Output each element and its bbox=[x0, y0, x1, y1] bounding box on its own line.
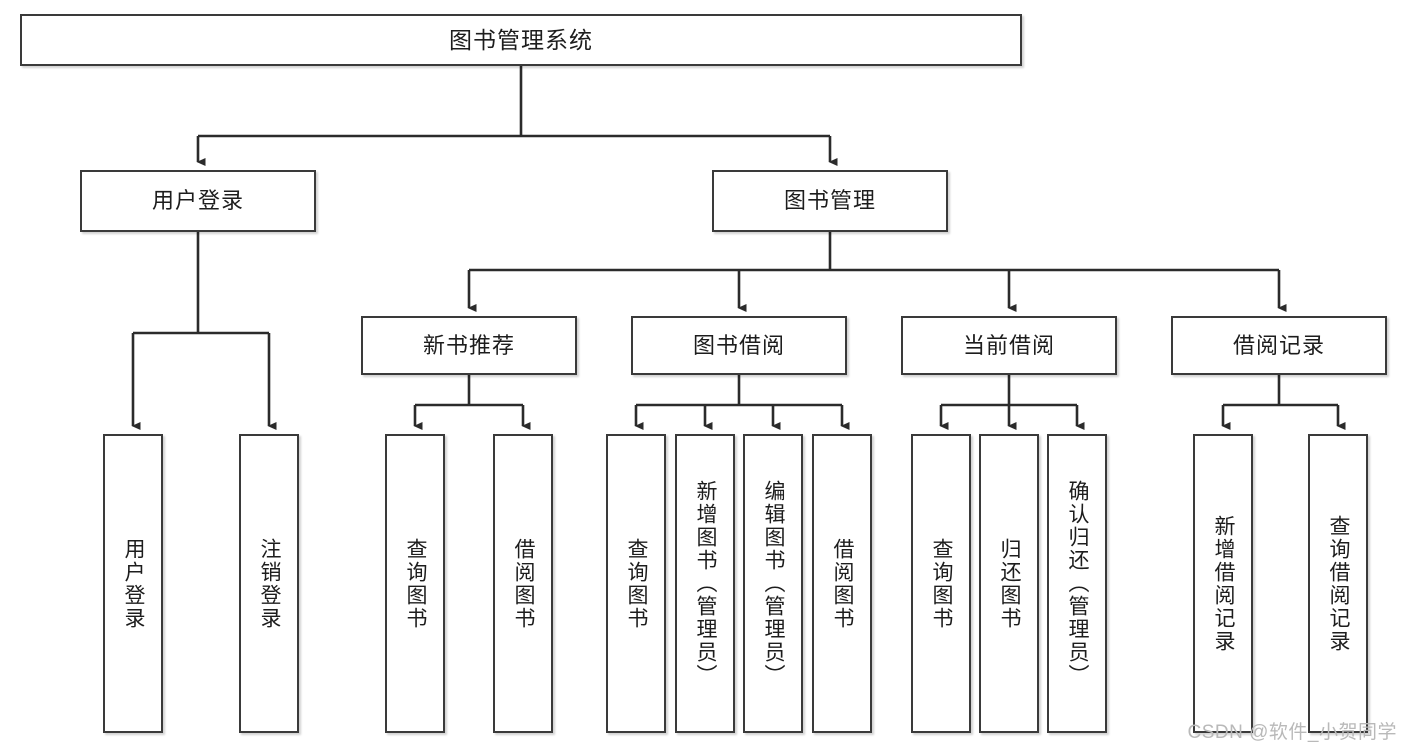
node-book-manage[interactable]: 图书管理 bbox=[712, 170, 948, 232]
leaf-return-book[interactable]: 归还图书 bbox=[979, 434, 1039, 733]
node-label: 新增借阅记录 bbox=[1212, 514, 1236, 653]
node-label: 借阅图书 bbox=[831, 537, 855, 630]
leaf-edit-book-admin[interactable]: 编辑图书（管理员） bbox=[743, 434, 803, 733]
leaf-query-book-recommend[interactable]: 查询图书 bbox=[385, 434, 445, 733]
node-current-borrow[interactable]: 当前借阅 bbox=[901, 316, 1117, 375]
node-label: 图书管理系统 bbox=[449, 26, 593, 53]
node-label: 查询图书 bbox=[404, 537, 428, 630]
node-book-borrow[interactable]: 图书借阅 bbox=[631, 316, 847, 375]
node-label: 查询图书 bbox=[930, 537, 954, 630]
leaf-add-borrow-record[interactable]: 新增借阅记录 bbox=[1193, 434, 1253, 733]
node-label: 当前借阅 bbox=[962, 332, 1055, 358]
node-label: 查询借阅记录 bbox=[1327, 514, 1351, 653]
node-label: 用户登录 bbox=[122, 537, 146, 630]
leaf-add-book-admin[interactable]: 新增图书（管理员） bbox=[675, 434, 735, 733]
node-label: 新书推荐 bbox=[422, 332, 515, 358]
node-label: 归还图书 bbox=[998, 537, 1022, 630]
node-label: 图书借阅 bbox=[692, 332, 785, 358]
node-label: 图书管理 bbox=[783, 188, 876, 214]
leaf-logout[interactable]: 注销登录 bbox=[239, 434, 299, 733]
node-label: 查询图书 bbox=[625, 537, 649, 630]
node-label: 新增图书（管理员） bbox=[694, 480, 718, 687]
node-label: 注销登录 bbox=[258, 537, 282, 630]
leaf-query-borrow-record[interactable]: 查询借阅记录 bbox=[1308, 434, 1368, 733]
leaf-borrow-book-recommend[interactable]: 借阅图书 bbox=[493, 434, 553, 733]
leaf-user-login[interactable]: 用户登录 bbox=[103, 434, 163, 733]
leaf-query-book-current[interactable]: 查询图书 bbox=[911, 434, 971, 733]
node-label: 用户登录 bbox=[151, 188, 244, 214]
node-borrow-record[interactable]: 借阅记录 bbox=[1171, 316, 1387, 375]
leaf-confirm-return-admin[interactable]: 确认归还（管理员） bbox=[1047, 434, 1107, 733]
leaf-query-book-borrow[interactable]: 查询图书 bbox=[606, 434, 666, 733]
leaf-borrow-book-borrow[interactable]: 借阅图书 bbox=[812, 434, 872, 733]
node-label: 借阅图书 bbox=[512, 537, 536, 630]
node-root-system[interactable]: 图书管理系统 bbox=[20, 14, 1022, 66]
node-label: 编辑图书（管理员） bbox=[762, 480, 786, 687]
node-label: 确认归还（管理员） bbox=[1066, 480, 1090, 687]
node-label: 借阅记录 bbox=[1232, 332, 1325, 358]
node-user-login[interactable]: 用户登录 bbox=[80, 170, 316, 232]
watermark-text: CSDN @软件_小贺同学 bbox=[1187, 722, 1397, 743]
node-new-book-recommend[interactable]: 新书推荐 bbox=[361, 316, 577, 375]
